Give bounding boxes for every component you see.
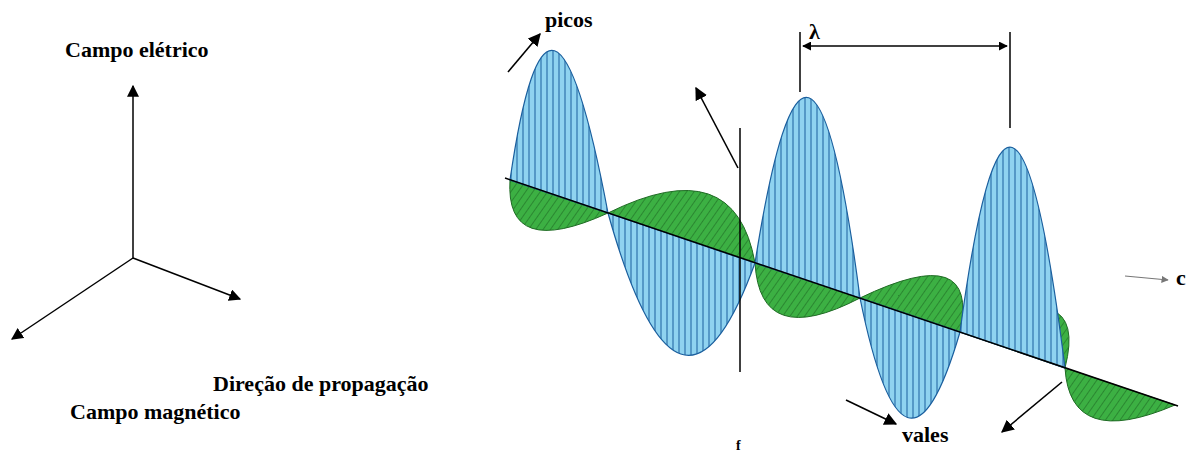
frequency-label: f	[736, 438, 741, 453]
axis-label: Campo magnético	[70, 400, 240, 424]
wavelength-label: λ	[809, 20, 820, 44]
axes	[12, 86, 240, 339]
axis-label: Direção de propagação	[213, 372, 429, 396]
speed-label: c	[1176, 266, 1186, 290]
frequency-line	[739, 128, 741, 372]
leader-arrows	[508, 34, 1062, 432]
valley-label: vales	[902, 423, 948, 447]
propagation-axis	[505, 178, 1178, 406]
electric-wave	[510, 50, 1065, 418]
speed-arrow	[1125, 276, 1168, 280]
wavelength-bracket	[800, 32, 1010, 128]
axis-label: Campo elétrico	[65, 38, 209, 62]
peak-label: picos	[545, 8, 593, 32]
